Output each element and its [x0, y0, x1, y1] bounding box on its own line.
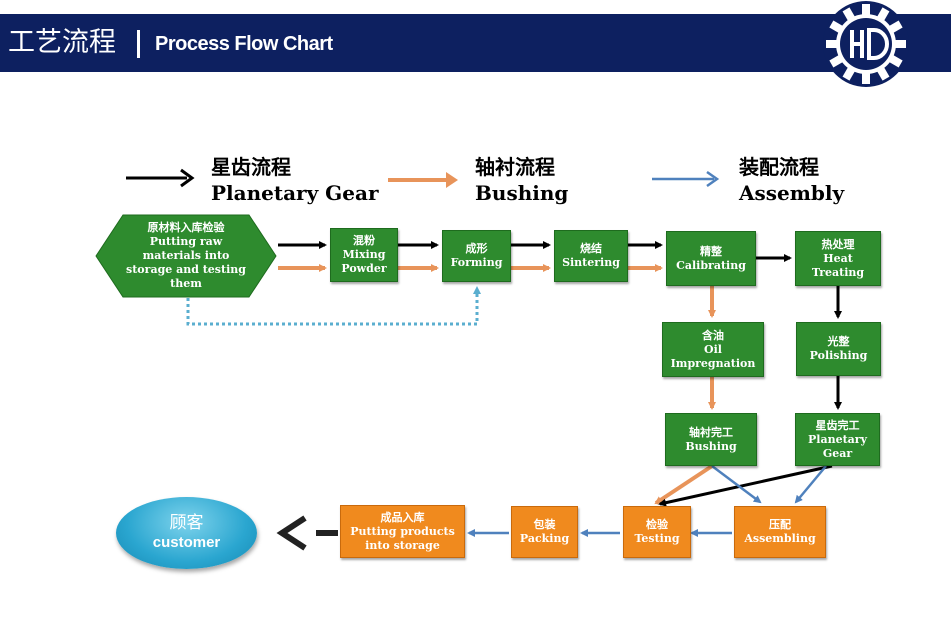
step-assembling-cn: 压配	[769, 518, 791, 531]
step-storage-en: Putting products into storage	[350, 524, 455, 552]
legend-assembly-en: Assembly	[739, 181, 845, 205]
legend-arrow-assembly	[652, 170, 720, 188]
step-gear-done-cn: 星齿完工	[815, 418, 860, 432]
step-forming-cn: 成形	[465, 242, 488, 255]
legend-bushing-cn: 轴衬流程	[475, 155, 555, 179]
legend-arrow-gear	[126, 168, 195, 188]
step-polishing-cn: 光整	[827, 335, 850, 348]
step-storage: 成品入库 Putting products into storage	[340, 505, 465, 558]
step-calibrating-cn: 精整	[700, 244, 722, 258]
step-sintering: 烧结 Sintering	[554, 230, 628, 282]
step-gear-complete: 星齿完工 Planetary Gear	[795, 413, 880, 466]
step-heat-treating: 热处理 Heat Treating	[795, 231, 881, 286]
step-oil-en: Oil Impregnation	[670, 342, 756, 370]
incoming-inspection-label: 原材料入库检验 Putting raw materials into stora…	[120, 218, 252, 294]
step-packing-cn: 包装	[533, 518, 556, 531]
step-testing-en: Testing	[634, 532, 680, 545]
step-bushing-done-en: Bushing	[685, 439, 737, 453]
step-testing-cn: 检验	[646, 518, 668, 531]
legend-bushing-en: Bushing	[475, 181, 569, 205]
title-english: Process Flow Chart	[155, 33, 333, 55]
step-oil-cn: 含油	[702, 328, 724, 342]
step-heat-en: Heat Treating	[811, 251, 865, 279]
step-bushing-done-cn: 轴衬完工	[689, 425, 733, 439]
step-sintering-en: Sintering	[562, 256, 620, 269]
step-sintering-cn: 烧结	[580, 242, 602, 255]
step-forming-en: Forming	[450, 256, 503, 269]
step-mixing-powder: 混粉 Mixing Powder	[330, 228, 398, 282]
customer-ellipse: 顾客 customer	[116, 497, 257, 569]
step-testing: 检验 Testing	[623, 506, 691, 558]
legend-arrow-bushing	[388, 172, 458, 188]
incoming-inspection-hexagon	[95, 214, 277, 298]
step-storage-cn: 成品入库	[380, 510, 425, 524]
legend-gear: 星齿流程 Planetary Gear	[211, 154, 378, 206]
step-gear-done-en: Planetary Gear	[808, 432, 867, 460]
title-separator	[137, 30, 140, 58]
company-logo-icon	[823, 1, 909, 87]
step-bushing-complete: 轴衬完工 Bushing	[665, 413, 757, 466]
step-calibrating: 精整 Calibrating	[666, 231, 756, 286]
legend-gear-cn: 星齿流程	[211, 155, 291, 179]
step-polishing-en: Polishing	[809, 349, 868, 362]
header-bar: 工艺流程 Process Flow Chart	[0, 14, 951, 72]
step-packing-en: Packing	[519, 532, 570, 545]
step-mixing-cn: 混粉	[353, 234, 375, 247]
step-calibrating-en: Calibrating	[676, 258, 746, 272]
legend-bushing: 轴衬流程 Bushing	[475, 154, 568, 206]
customer-cn: 顾客	[169, 513, 204, 533]
step-packing: 包装 Packing	[511, 506, 578, 558]
step-heat-cn: 热处理	[821, 237, 855, 251]
step-forming: 成形 Forming	[442, 230, 511, 282]
step-polishing: 光整 Polishing	[796, 322, 881, 376]
legend-gear-en: Planetary Gear	[211, 181, 379, 205]
legend-assembly-cn: 装配流程	[739, 155, 819, 179]
step-assembling-en: Assembling	[744, 532, 816, 545]
title-chinese: 工艺流程	[8, 27, 116, 58]
step-assembling: 压配 Assembling	[734, 506, 826, 558]
step-mixing-en: Mixing Powder	[341, 248, 387, 275]
incoming-inspection-cn: 原材料入库检验	[147, 221, 225, 234]
step-oil-impregnation: 含油 Oil Impregnation	[662, 322, 764, 377]
incoming-inspection-en: Putting raw materials into storage and t…	[126, 235, 246, 290]
legend-assembly: 装配流程 Assembly	[739, 154, 844, 206]
customer-en: customer	[152, 534, 221, 551]
